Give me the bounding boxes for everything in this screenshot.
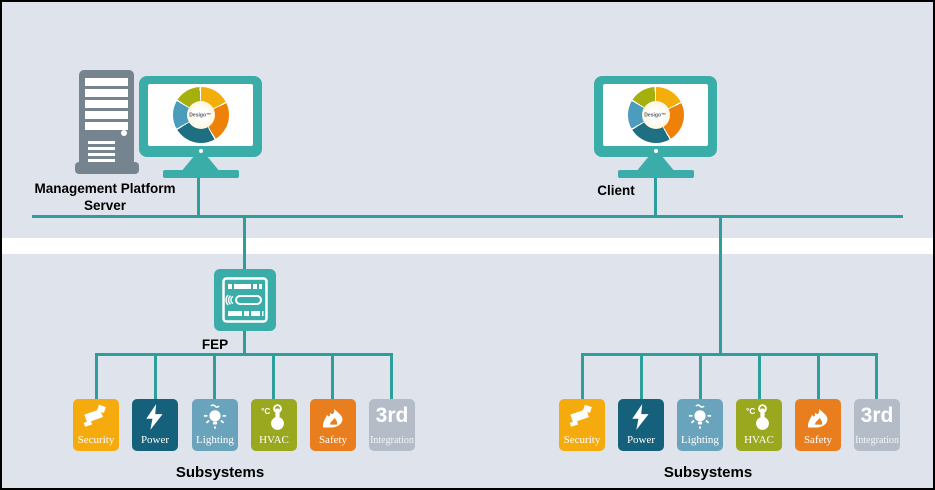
subsystem-security: Security	[559, 399, 605, 451]
client-monitor-screen: Desigo™	[603, 84, 708, 146]
subsystem-hvac: °C HVAC	[736, 399, 782, 451]
right-drop-6	[875, 355, 878, 399]
vent-slot	[88, 153, 115, 156]
subsystem-label: HVAC	[259, 434, 289, 446]
thermometer-icon: °C	[746, 404, 769, 430]
subsystem-label: Integration	[370, 435, 414, 446]
monitor-webcam-dot	[198, 149, 203, 153]
left-connector-line	[95, 353, 393, 356]
power-button-icon	[121, 130, 127, 136]
subsystem-safety: Safety	[310, 399, 356, 451]
client-monitor-icon: Desigo™	[594, 76, 717, 178]
thermometer-icon: °C	[261, 404, 284, 430]
right-drop-3	[699, 355, 702, 399]
client-label: Client	[597, 183, 635, 198]
cctv-camera-icon	[569, 404, 592, 427]
svg-text:°C: °C	[746, 407, 755, 416]
subsystem-hvac: °C HVAC	[251, 399, 297, 451]
subsystem-label: Integration	[855, 435, 899, 446]
subsystem-security: Security	[73, 399, 119, 451]
left-drop-3	[213, 355, 216, 399]
subsystem-power: Power	[132, 399, 178, 451]
flame-icon	[807, 408, 828, 428]
subsystem-label: Power	[626, 434, 656, 446]
vent-slot	[88, 159, 115, 162]
desigo-logo-text: Desigo™	[189, 112, 212, 118]
subsystem-label: Lighting	[196, 434, 234, 446]
bus-line	[32, 215, 903, 218]
flame-icon	[322, 408, 343, 428]
subsystem-label: Lighting	[681, 434, 719, 446]
vent-slot	[88, 147, 115, 150]
light-bulb-icon	[203, 404, 227, 429]
monitor-stand-neck	[637, 157, 674, 170]
desigo-wheel-hub: Desigo™	[641, 101, 670, 129]
desigo-wheel-logo: Desigo™	[627, 87, 684, 143]
right-trunk	[719, 218, 722, 356]
left-drop-2	[154, 355, 157, 399]
subsystem-3rd-integration: 3rd Integration	[369, 399, 415, 451]
fep-device-icon	[214, 269, 276, 331]
light-bulb-icon	[688, 404, 712, 429]
subsystem-label: Security	[563, 434, 601, 446]
vent-slot	[88, 141, 115, 144]
subsystem-label: Power	[140, 434, 170, 446]
monitor-stand-neck	[182, 157, 219, 170]
subsystem-label: Safety	[318, 434, 348, 446]
server-monitor-icon: Desigo™	[139, 76, 262, 178]
fep-controller-glyph	[222, 277, 268, 323]
subsystem-power: Power	[618, 399, 664, 451]
subsystem-label: HVAC	[744, 434, 774, 446]
monitor-stand-base	[162, 170, 239, 178]
monitor-stand-base	[617, 170, 694, 178]
right-drop-2	[640, 355, 643, 399]
client-drop-line	[654, 177, 657, 217]
right-drop-5	[817, 355, 820, 399]
fep-label: FEP	[201, 337, 229, 352]
subsystem-safety: Safety	[795, 399, 841, 451]
server-label: Management Platform Server	[34, 181, 176, 213]
drive-bay	[85, 78, 128, 86]
left-drop-1	[95, 355, 98, 399]
desigo-logo-text: Desigo™	[644, 112, 667, 118]
fep-trunk-upper	[243, 218, 246, 269]
drive-bay	[85, 111, 128, 119]
subsystem-label: Safety	[803, 434, 833, 446]
left-drop-6	[390, 355, 393, 399]
subsystem-lighting: Lighting	[677, 399, 723, 451]
subsystems-title-right: Subsystems	[663, 464, 753, 481]
drive-bay	[85, 122, 128, 130]
right-connector-line	[581, 353, 878, 356]
lightning-bolt-icon	[146, 404, 163, 430]
3rd-text: 3rd	[860, 404, 894, 427]
right-drop-4	[758, 355, 761, 399]
server-tower-icon	[79, 70, 134, 166]
network-band	[2, 238, 933, 254]
left-drop-4	[272, 355, 275, 399]
lightning-bolt-icon	[632, 404, 649, 430]
subsystem-3rd-integration: 3rd Integration	[854, 399, 900, 451]
svg-text:°C: °C	[261, 407, 270, 416]
server-monitor-screen: Desigo™	[148, 84, 253, 146]
subsystem-lighting: Lighting	[192, 399, 238, 451]
server-drop-line	[197, 177, 200, 217]
right-drop-1	[581, 355, 584, 399]
desigo-wheel-logo: Desigo™	[172, 87, 229, 143]
drive-bay	[85, 89, 128, 97]
drive-bay	[85, 100, 128, 108]
left-drop-5	[331, 355, 334, 399]
3rd-text: 3rd	[375, 404, 409, 427]
desigo-wheel-hub: Desigo™	[186, 101, 215, 129]
monitor-webcam-dot	[653, 149, 658, 153]
subsystem-label: Security	[77, 434, 115, 446]
subsystems-title-left: Subsystems	[175, 464, 265, 481]
fep-trunk-lower	[243, 331, 246, 356]
cctv-camera-icon	[83, 404, 106, 427]
